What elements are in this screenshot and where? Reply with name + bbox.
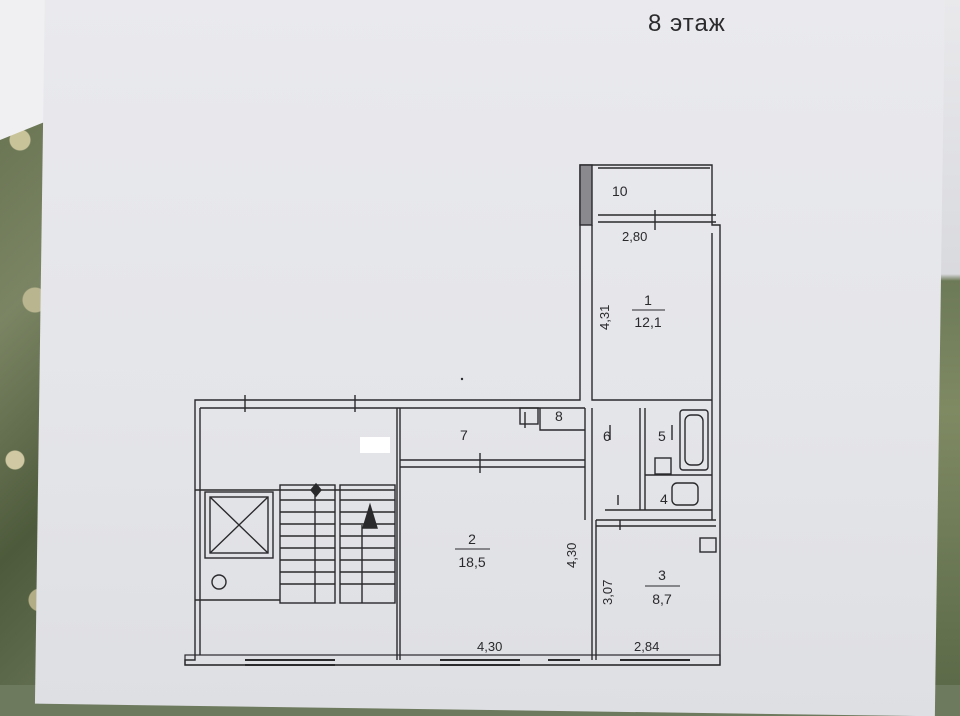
page-header: 8 этаж — [0, 0, 960, 60]
elevator-cross — [209, 496, 269, 554]
dim-room1-length: 4,31 — [597, 305, 612, 330]
partition-room2-left — [396, 408, 401, 660]
white-patch — [360, 437, 390, 453]
room-4-label: 4 — [660, 491, 668, 507]
dim-room2-length: 4,30 — [564, 543, 579, 568]
room-1-area: 12,1 — [634, 314, 661, 330]
dim-balcony-width: 2,80 — [622, 229, 647, 244]
stair-arrow — [362, 502, 378, 529]
windows — [245, 659, 690, 666]
partition-room3-left — [584, 408, 597, 660]
room-1-label: 1 — [644, 292, 652, 308]
room-10-label: 10 — [612, 183, 628, 199]
room-6-label: 6 — [603, 428, 611, 444]
balcony-lines — [598, 167, 716, 223]
inner-wall-line — [200, 225, 713, 520]
room-2-label: 2 — [468, 531, 476, 547]
bathtub — [679, 409, 709, 471]
toilet — [671, 482, 699, 506]
sink — [654, 457, 672, 475]
bottom-wall — [184, 654, 721, 666]
closet-fixture — [519, 407, 539, 425]
partition-corridor — [400, 459, 585, 468]
stair-hall-walls — [195, 408, 395, 655]
room-3-label: 3 — [658, 567, 666, 583]
tick-marks — [244, 210, 673, 530]
room-7-label: 7 — [460, 427, 468, 443]
room-5-label: 5 — [658, 428, 666, 444]
plan-walls — [184, 164, 721, 666]
room-3-area: 8,7 — [652, 591, 672, 607]
balcony-wall — [579, 164, 593, 226]
dim-room3-length: 3,07 — [600, 580, 615, 605]
stair-marker — [310, 482, 322, 498]
partition-closet — [539, 408, 585, 431]
room-2-area: 18,5 — [458, 554, 485, 570]
bathtub-inner — [684, 414, 704, 466]
room-8-label: 8 — [555, 408, 563, 424]
elevator-shaft — [204, 491, 274, 559]
kitchen-fixture — [699, 537, 717, 553]
chute-circle — [211, 574, 227, 590]
elevator-inner — [209, 496, 269, 554]
floor-label: 8 этаж — [648, 10, 726, 37]
outer-wall-line — [184, 164, 721, 666]
dim-room3-width: 2,84 — [634, 639, 659, 654]
floor-plan: 10 1 12,1 2 18,5 3 8,7 4 5 6 7 8 2,80 4,… — [184, 164, 721, 666]
partition-room3-top — [596, 519, 716, 527]
stairs — [279, 484, 396, 604]
dot-mark — [460, 377, 464, 381]
partition-bath — [605, 408, 712, 511]
dim-room2-width: 4,30 — [477, 639, 502, 654]
